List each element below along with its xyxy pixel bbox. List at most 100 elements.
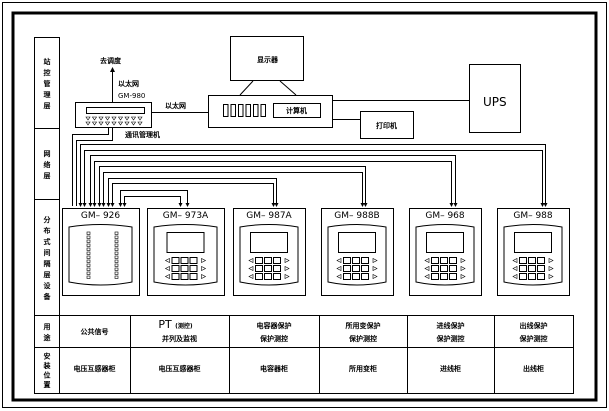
dispatch-label: 去调度 [100, 56, 122, 65]
keypad-button [264, 273, 272, 280]
usage-text: 保护测控 [259, 334, 288, 343]
led-icon [111, 116, 117, 121]
keypad-button [361, 265, 369, 272]
arrow-right-icon [284, 274, 290, 279]
usage-text: 保护测控 [436, 334, 465, 343]
device-gm-987a: GM– 987A [233, 208, 306, 296]
comm-label: 通讯管理机 [125, 130, 160, 139]
usage-text: 出线保护 [520, 321, 548, 330]
comm-line [108, 178, 277, 206]
indicator-led [114, 231, 119, 235]
indicator-led [114, 259, 119, 263]
keypad-button [352, 257, 360, 264]
layer-label-char: 管 [44, 79, 51, 88]
arrow-down-icon [101, 203, 106, 207]
keypad-button [273, 273, 281, 280]
device-display [250, 232, 288, 253]
led-icon [124, 121, 130, 126]
keypad-button [361, 257, 369, 264]
keypad-button [343, 265, 351, 272]
arrow-down-icon [82, 203, 87, 207]
device-gm-988: GM– 988 [497, 208, 570, 296]
device-gm-988b: GM– 988B [321, 208, 394, 296]
keypad-button [528, 257, 536, 264]
arrow-left-icon [164, 274, 170, 279]
keypad-button [528, 273, 536, 280]
keypad-button [519, 257, 527, 264]
location-text: 所用变柜 [349, 364, 377, 373]
indicator-led [114, 271, 119, 275]
led-icon [137, 116, 143, 121]
indicator-led [86, 255, 91, 259]
indicator-led [86, 267, 91, 271]
led-icon [85, 116, 91, 121]
device-display [426, 232, 464, 253]
layer-label-char: 途 [44, 333, 52, 342]
keypad-button [180, 273, 189, 280]
arrow-right-icon [548, 258, 554, 263]
indicator-led [86, 243, 91, 247]
keypad-button [255, 265, 263, 272]
layer-label-char: 层 [43, 270, 51, 279]
arrow-down-icon [122, 203, 127, 207]
usage-text: 所用变保护 [346, 321, 381, 330]
indicator-led [86, 231, 91, 235]
device-model-label: GM– 988B [334, 211, 379, 221]
indicator-led [114, 275, 119, 279]
keypad-button [343, 257, 351, 264]
comm-manager-model: GM-980 [118, 92, 145, 100]
keypad-button [431, 265, 439, 272]
arrow-right-icon [284, 266, 290, 271]
keypad-button [171, 265, 180, 272]
monitor-label: 显示器 [257, 55, 279, 64]
led-icon [85, 121, 91, 126]
keypad-button [449, 273, 457, 280]
keypad-button [440, 257, 448, 264]
arrow-down-icon [78, 203, 83, 207]
layer-label-network: 网络层 [43, 150, 51, 180]
led-icon [111, 121, 117, 126]
arrow-left-icon [424, 258, 430, 263]
ethernet-right-label: 以太网 [165, 101, 186, 110]
keypad-button [189, 257, 198, 264]
arrow-left-icon [512, 266, 518, 271]
comm-line [90, 155, 456, 206]
keypad-button [440, 265, 448, 272]
keypad-button [189, 273, 198, 280]
led-icon [137, 121, 143, 126]
led-icon [104, 116, 111, 121]
usage-head: PT (测控) [158, 318, 193, 331]
arrow-right-icon [201, 274, 207, 279]
keypad-button [264, 265, 272, 272]
arrow-left-icon [248, 274, 254, 279]
led-icon [117, 116, 124, 121]
arrow-right-icon [372, 258, 378, 263]
indicator-led [114, 235, 119, 239]
arrow-right-icon [201, 258, 207, 263]
led-icon [91, 116, 98, 121]
device-model-label: GM– 968 [425, 211, 465, 221]
arrow-down-icon [97, 203, 102, 207]
arrow-left-icon [248, 266, 254, 271]
layer-label-char: 理 [44, 90, 51, 99]
keypad-button [361, 273, 369, 280]
keypad-button [255, 273, 263, 280]
arrow-down-icon [360, 203, 365, 207]
indicator-led [86, 235, 91, 239]
layer-label-char: 位 [44, 371, 51, 380]
layer-label-usage: 用途 [44, 323, 52, 342]
location-text: 电压互感器柜 [74, 364, 116, 373]
arrow-down-icon [363, 203, 368, 207]
usage-text: 进线保护 [437, 321, 465, 330]
arrow-down-icon [118, 203, 123, 207]
computer-label: 计算机 [286, 106, 307, 115]
indicator-led [114, 267, 119, 271]
usage-text: 电容器保护 [257, 321, 292, 330]
indicator-led [114, 263, 119, 267]
device-model-label: GM– 988 [513, 211, 553, 221]
drive-slot [253, 104, 259, 117]
printer: 打印机 [360, 111, 414, 139]
